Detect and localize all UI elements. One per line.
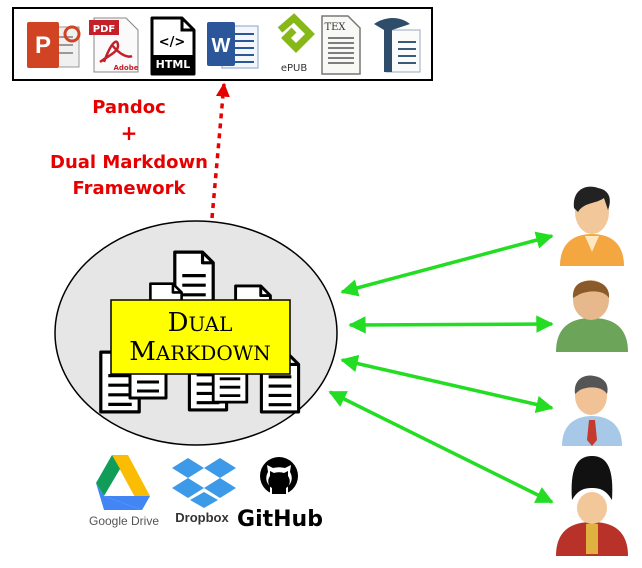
github-logo: GitHub [237, 457, 323, 532]
title-markdown: MARKDOWN [129, 337, 271, 367]
svg-text:TEX: TEX [324, 22, 346, 33]
word-icon: W [207, 22, 259, 69]
user-avatar-4 [556, 456, 628, 556]
github-label: GitHub [237, 507, 323, 532]
dropbox-label: Dropbox [175, 510, 229, 525]
sync-arrow-user-1 [340, 231, 554, 297]
collaboration-arrows [328, 231, 554, 504]
dropbox-icon [172, 458, 236, 508]
svg-text:Adobe: Adobe [114, 64, 139, 72]
annotation-dual-markdown: Dual Markdown [50, 152, 208, 173]
pandoc-annotation: Pandoc + Dual Markdown Framework [50, 97, 208, 199]
google-drive-logo: Google Drive [89, 455, 159, 528]
svg-text:HTML: HTML [156, 58, 191, 71]
tex-document-icon: TEX [321, 15, 361, 75]
annotation-plus: + [121, 121, 138, 145]
svg-text:P: P [35, 32, 51, 59]
github-octocat-icon [260, 457, 298, 495]
user-avatar-3 [562, 375, 622, 446]
pdf-icon: PDF Adobe [89, 17, 139, 73]
svg-text:</>: </> [159, 35, 186, 50]
user-avatar-2 [556, 280, 628, 352]
lyx-document-icon [374, 18, 421, 73]
html-icon: </> HTML [150, 16, 196, 76]
annotation-pandoc: Pandoc [92, 97, 166, 118]
title-dual: DUAL [168, 308, 233, 338]
sync-arrow-user-3 [340, 354, 554, 414]
sync-arrow-user-2 [348, 315, 554, 334]
output-formats-bar: P PDF Adobe </> HTML W [12, 7, 433, 81]
dropbox-logo: Dropbox [172, 458, 236, 525]
conversion-arrow [210, 82, 230, 219]
epub-icon: ePUB [277, 13, 315, 74]
svg-text:W: W [212, 35, 231, 57]
sync-arrow-user-4 [328, 390, 554, 504]
dual-markdown-title-box: DUAL MARKDOWN [110, 299, 291, 375]
powerpoint-icon: P [27, 22, 81, 68]
google-drive-label: Google Drive [89, 514, 159, 528]
svg-text:ePUB: ePUB [281, 63, 308, 74]
annotation-framework: Framework [73, 178, 187, 199]
svg-text:PDF: PDF [93, 24, 115, 35]
user-avatar-1 [560, 186, 624, 266]
